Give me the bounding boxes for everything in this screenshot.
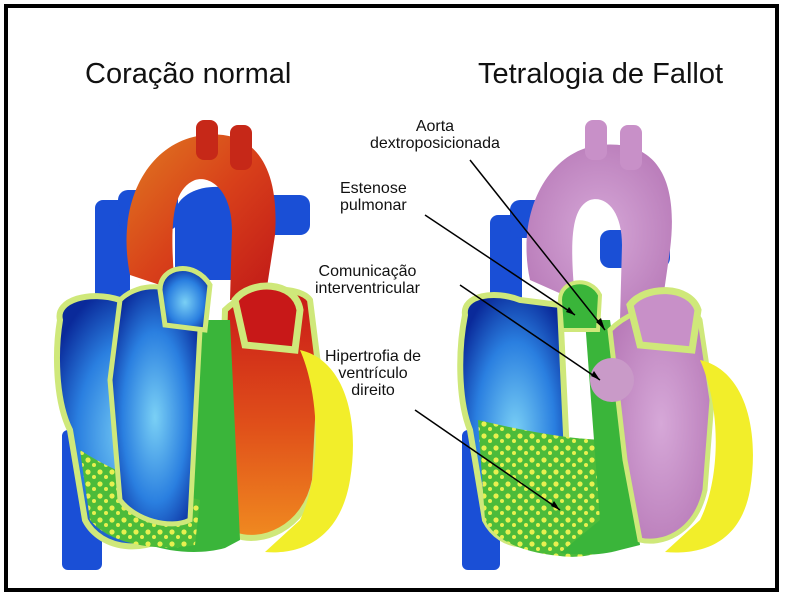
label-right-ventricular-hypertrophy: Hipertrofia de ventrículo direito bbox=[325, 348, 421, 399]
label-aorta-line-1: Aorta bbox=[370, 118, 500, 135]
label-hypertrophy-line-1: Hipertrofia de bbox=[325, 348, 421, 365]
label-hypertrophy-line-3: direito bbox=[325, 382, 421, 399]
label-ventricular-septal-defect: Comunicação interventricular bbox=[315, 263, 420, 297]
label-stenosis-line-2: pulmonar bbox=[340, 197, 407, 214]
label-aorta-dextroposed: Aorta dextroposicionada bbox=[370, 118, 500, 152]
fallot-heart-group bbox=[460, 120, 753, 570]
label-hypertrophy-line-2: ventrículo bbox=[325, 365, 421, 382]
label-aorta-line-2: dextroposicionada bbox=[370, 135, 500, 152]
label-vsd-line-1: Comunicação bbox=[315, 263, 420, 280]
label-vsd-line-2: interventricular bbox=[315, 280, 420, 297]
label-stenosis-line-1: Estenose bbox=[340, 180, 407, 197]
normal-heart-group bbox=[57, 120, 353, 570]
label-pulmonary-stenosis: Estenose pulmonar bbox=[340, 180, 407, 214]
